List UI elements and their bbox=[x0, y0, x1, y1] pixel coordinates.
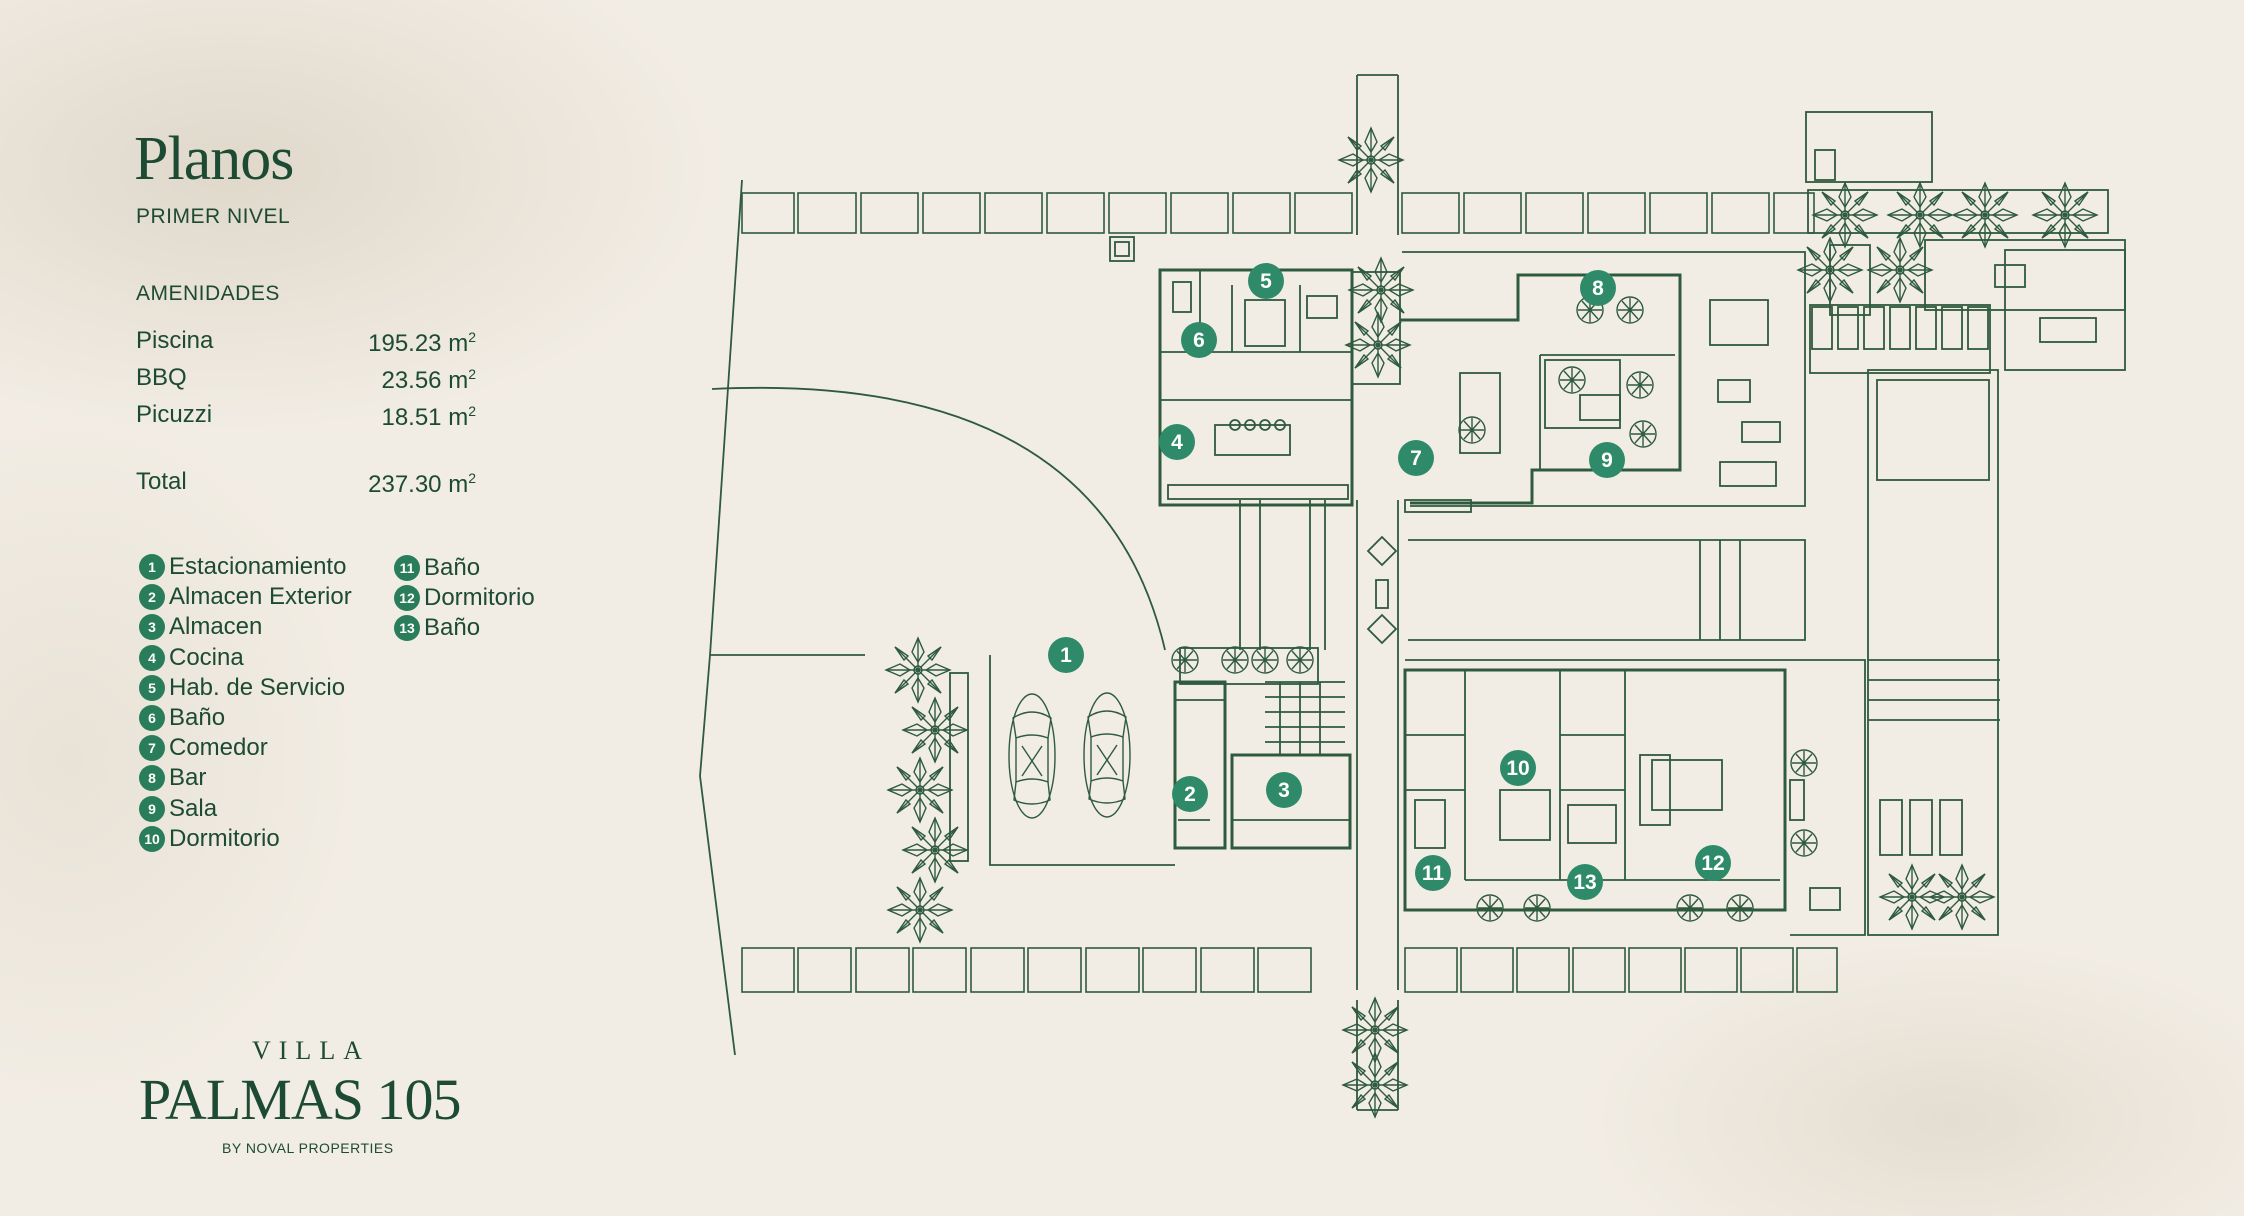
room-marker-2: 2 bbox=[1172, 776, 1208, 812]
amenity-area: 195.23 m2 bbox=[368, 329, 476, 357]
legend-number: 11 bbox=[394, 555, 420, 582]
amenity-row: Picuzzi 18.51 m2 bbox=[136, 396, 476, 433]
room-marker-5: 5 bbox=[1248, 263, 1284, 299]
legend-number: 7 bbox=[139, 735, 165, 762]
legend-number: 13 bbox=[394, 615, 420, 642]
legend-label: Comedor bbox=[169, 734, 268, 762]
legend-number: 12 bbox=[394, 585, 420, 612]
bottom-pavers bbox=[741, 947, 1838, 993]
legend-number: 2 bbox=[139, 584, 165, 611]
amenity-area: 18.51 m2 bbox=[381, 403, 476, 431]
svg-text:11: 11 bbox=[1422, 862, 1445, 885]
legend-label: Hab. de Servicio bbox=[169, 673, 346, 701]
amenity-name: Piscina bbox=[136, 326, 214, 354]
room-marker-13: 13 bbox=[1567, 864, 1603, 900]
svg-text:5: 5 bbox=[1260, 270, 1272, 293]
planting bbox=[885, 127, 2098, 1118]
amenity-name: BBQ bbox=[136, 363, 187, 391]
legend-number: 3 bbox=[139, 614, 165, 641]
amenities-table: Piscina 195.23 m2 BBQ 23.56 m2 Picuzzi 1… bbox=[136, 322, 476, 500]
svg-text:3: 3 bbox=[1278, 779, 1290, 802]
legend-number: 5 bbox=[139, 674, 165, 701]
svg-text:4: 4 bbox=[1171, 431, 1183, 454]
svg-text:12: 12 bbox=[1701, 852, 1724, 875]
room-marker-8: 8 bbox=[1580, 270, 1616, 306]
legend-label: Almacen Exterior bbox=[169, 583, 352, 611]
legend-label: Baño bbox=[169, 704, 226, 732]
svg-text:13: 13 bbox=[1573, 871, 1596, 894]
legend-number: 6 bbox=[139, 705, 165, 732]
room-marker-7: 7 bbox=[1398, 440, 1434, 476]
room-marker-12: 12 bbox=[1695, 845, 1731, 881]
amenity-area: 23.56 m2 bbox=[381, 366, 476, 394]
room-marker-6: 6 bbox=[1181, 322, 1217, 358]
brand-logo: PALMAS 105 bbox=[139, 1067, 461, 1132]
central-walkway bbox=[1109, 74, 1399, 1111]
level-subtitle: PRIMER NIVEL bbox=[136, 205, 291, 228]
legend-number: 4 bbox=[139, 644, 165, 671]
svg-text:7: 7 bbox=[1410, 447, 1422, 470]
walkway-tiles bbox=[1366, 535, 1398, 645]
legend-label: Sala bbox=[169, 794, 218, 822]
amenity-total-row: Total 237.30 m2 bbox=[136, 433, 476, 500]
parked-cars bbox=[1008, 692, 1131, 819]
living-wing bbox=[1400, 251, 1806, 513]
svg-text:9: 9 bbox=[1601, 449, 1613, 472]
legend-label: Dormitorio bbox=[169, 824, 280, 852]
brand-villa: VILLA bbox=[252, 1036, 370, 1065]
legend-label: Baño bbox=[424, 614, 481, 642]
brand-byline: BY NOVAL PROPERTIES bbox=[222, 1140, 394, 1156]
page-title: Planos bbox=[134, 125, 294, 193]
site-boundary bbox=[699, 179, 1166, 1056]
room-marker-11: 11 bbox=[1415, 855, 1451, 891]
amenity-total-name: Total bbox=[136, 467, 187, 495]
svg-text:10: 10 bbox=[1506, 757, 1529, 780]
room-marker-4: 4 bbox=[1159, 424, 1195, 460]
legend-number: 1 bbox=[139, 554, 165, 581]
room-markers: 1 2 3 4 5 6 7 8 9 10 11 12 13 bbox=[1048, 263, 1731, 900]
svg-text:6: 6 bbox=[1193, 329, 1205, 352]
legend-number: 8 bbox=[139, 765, 165, 792]
amenity-total-area: 237.30 m2 bbox=[368, 470, 476, 498]
bedroom-wing bbox=[1403, 659, 1866, 936]
amenity-row: BBQ 23.56 m2 bbox=[136, 359, 476, 396]
amenity-name: Picuzzi bbox=[136, 400, 213, 428]
parking-area bbox=[949, 655, 1175, 866]
room-marker-10: 10 bbox=[1500, 750, 1536, 786]
pool-area bbox=[1408, 111, 2126, 936]
svg-text:1: 1 bbox=[1060, 644, 1072, 667]
legend-number: 9 bbox=[139, 795, 165, 822]
top-pavers bbox=[741, 192, 1815, 234]
amenity-row: Piscina 195.23 m2 bbox=[136, 322, 476, 359]
legend-label: Estacionamiento bbox=[169, 553, 347, 581]
svg-text:8: 8 bbox=[1592, 277, 1604, 300]
room-marker-9: 9 bbox=[1589, 442, 1625, 478]
amenities-heading: AMENIDADES bbox=[136, 282, 280, 305]
legend-label: Almacen bbox=[169, 613, 263, 641]
room-marker-1: 1 bbox=[1048, 637, 1084, 673]
legend-label: Bar bbox=[169, 764, 207, 792]
svg-text:2: 2 bbox=[1184, 783, 1196, 806]
legend-label: Dormitorio bbox=[424, 584, 535, 612]
legend-label: Baño bbox=[424, 554, 481, 582]
legend-number: 10 bbox=[139, 825, 165, 852]
room-marker-3: 3 bbox=[1266, 772, 1302, 808]
legend-label: Cocina bbox=[169, 643, 244, 671]
